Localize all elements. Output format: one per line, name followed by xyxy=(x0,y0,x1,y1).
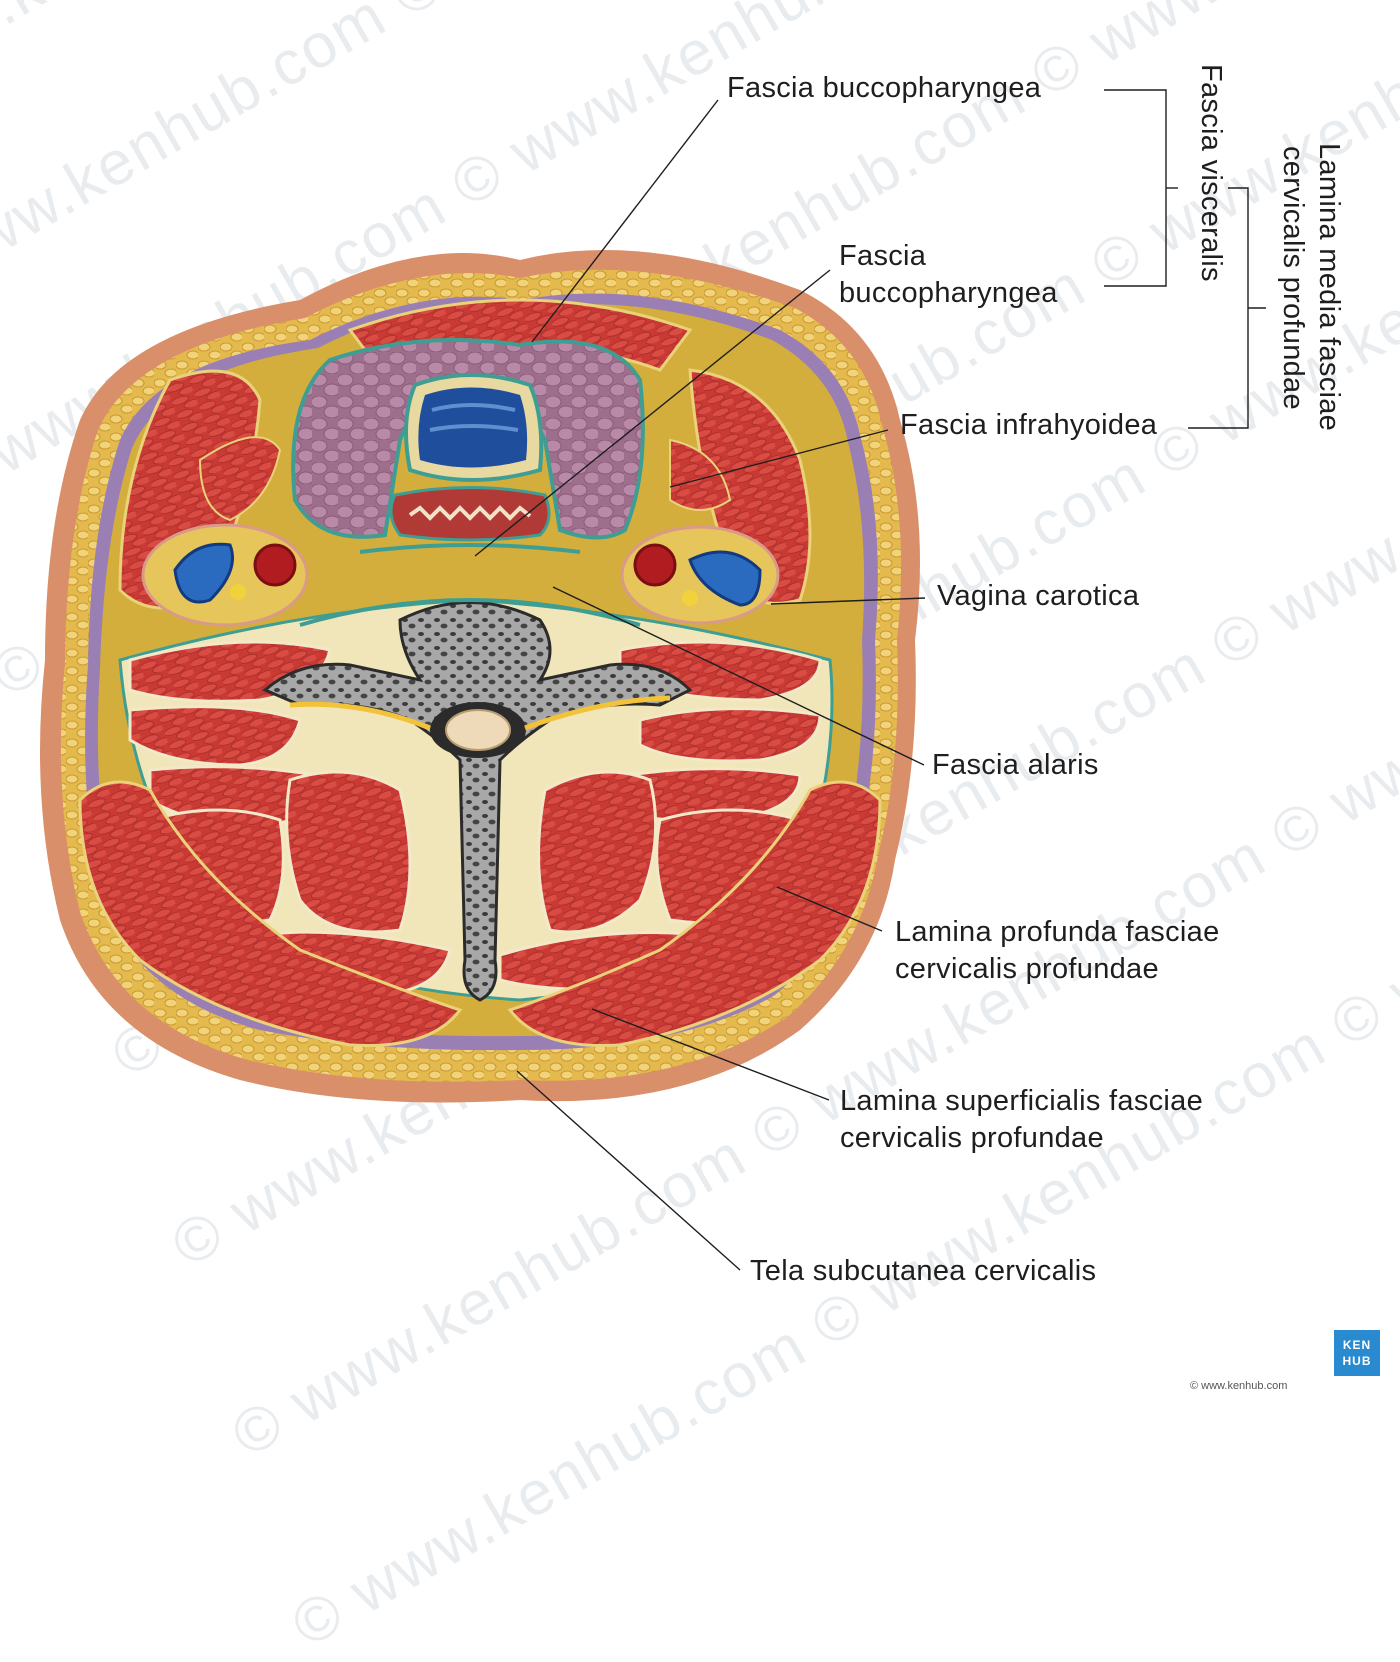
label-lamina-superficialis-line2: cervicalis profundae xyxy=(840,1122,1104,1154)
logo-line-1: KEN xyxy=(1342,1338,1372,1352)
jugular-vein-right xyxy=(688,550,762,607)
label-fascia-alaris: Fascia alaris xyxy=(932,749,1099,781)
group-label-lamina-media-line1: Lamina media fasciae xyxy=(1313,143,1345,432)
group-label-lamina-media-line2: cervicalis profundae xyxy=(1277,146,1309,410)
label-fascia-buccopharyngea-mid-line1: Fascia xyxy=(839,240,927,272)
kenhub-logo: KEN HUB xyxy=(1334,1330,1380,1376)
label-lamina-superficialis-line1: Lamina superficialis fasciae xyxy=(840,1085,1204,1117)
neck-cross-section-svg xyxy=(40,89,1266,1271)
nerve-root-right xyxy=(524,695,671,731)
infrahyoid-right xyxy=(669,438,732,511)
vagus-nerve-left xyxy=(230,584,246,600)
copyright-text: © www.kenhub.com xyxy=(1190,1380,1288,1392)
trapezius-left xyxy=(78,780,463,1048)
muscle-block xyxy=(128,705,302,767)
infrahyoid-left xyxy=(198,436,282,522)
leader-lines xyxy=(474,89,1266,1271)
vertebral-body xyxy=(262,601,693,1002)
fascia-visceralis-line xyxy=(359,543,581,554)
spinal-cord xyxy=(445,709,511,751)
carotid-artery-left xyxy=(253,543,297,587)
label-fascia-infrahyoidea: Fascia infrahyoidea xyxy=(900,409,1158,441)
label-fascia-buccopharyngea-mid-line2: buccopharyngea xyxy=(839,277,1058,309)
label-fascia-buccopharyngea-top: Fascia buccopharyngea xyxy=(727,72,1042,104)
muscle-block xyxy=(537,770,658,934)
esophagus xyxy=(389,486,551,542)
logo-line-2: HUB xyxy=(1342,1354,1372,1368)
fascia-alaris xyxy=(299,598,641,627)
label-lamina-profunda-line2: cervicalis profundae xyxy=(895,953,1159,985)
label-lamina-profunda-line1: Lamina profunda fasciae xyxy=(895,916,1220,948)
label-tela-subcutanea: Tela subcutanea cervicalis xyxy=(750,1255,1097,1287)
carotid-artery-right xyxy=(633,543,677,587)
label-vagina-carotica: Vagina carotica xyxy=(937,580,1140,612)
thyroid-gland xyxy=(291,338,645,540)
muscle-block xyxy=(285,770,412,934)
vagus-nerve-right xyxy=(682,590,698,606)
trapezius-right xyxy=(507,780,882,1048)
nerve-root-left xyxy=(289,701,431,731)
jugular-vein-left xyxy=(173,542,234,604)
group-label-fascia-visceralis: Fascia visceralis xyxy=(1195,64,1227,282)
muscle-block xyxy=(638,707,822,763)
